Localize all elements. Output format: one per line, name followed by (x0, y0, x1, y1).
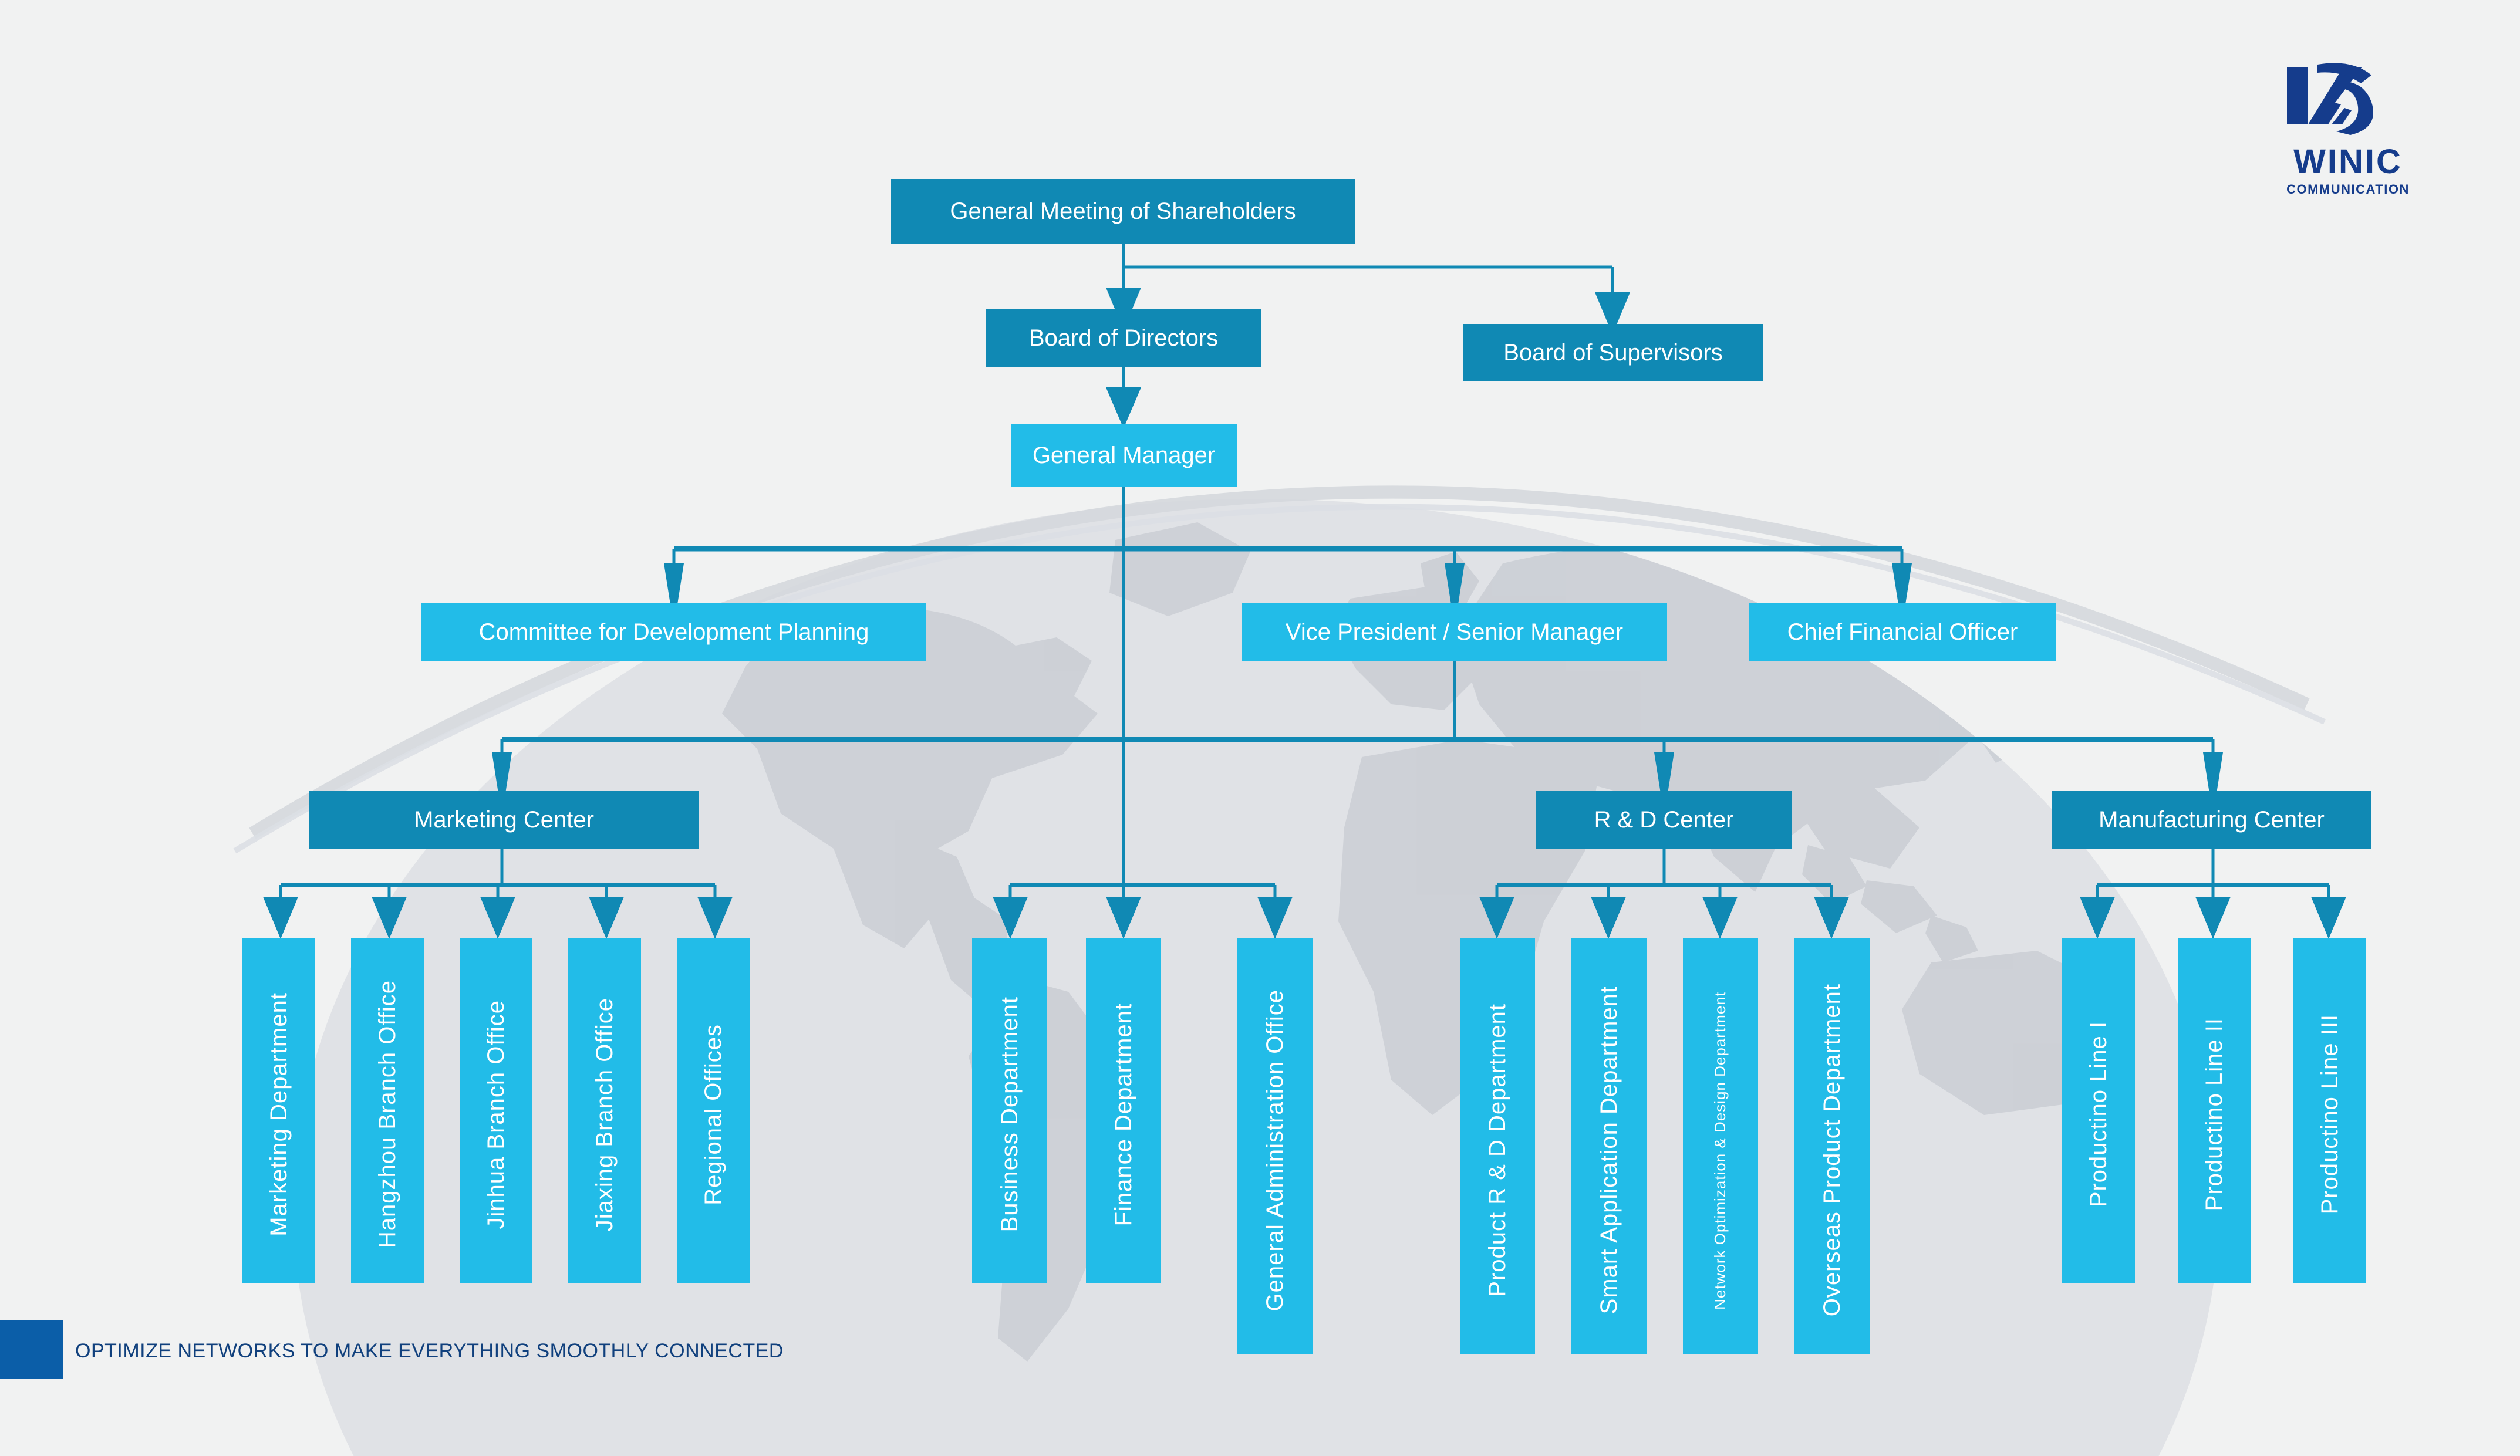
winic-logo-mark (2287, 63, 2374, 135)
node-label: General Administration Office (1262, 989, 1288, 1312)
node-label: General Meeting of Shareholders (950, 198, 1296, 224)
node-finance-department[interactable]: Finance Department (1086, 938, 1161, 1283)
node-rd-center[interactable]: R & D Center (1536, 791, 1792, 849)
node-vice-president-senior-manager[interactable]: Vice President / Senior Manager (1242, 603, 1667, 661)
node-label: Smart Application Department (1596, 986, 1622, 1315)
node-jiaxing-branch-office[interactable]: Jiaxing Branch Office (568, 938, 641, 1283)
node-label: Chief Financial Officer (1787, 619, 2018, 645)
node-label: Jinhua Branch Office (483, 999, 509, 1229)
node-smart-application-department[interactable]: Smart Application Department (1571, 938, 1647, 1354)
footer-color-swatch (0, 1320, 63, 1379)
node-label: Board of Supervisors (1503, 340, 1723, 366)
node-general-manager[interactable]: General Manager (1011, 424, 1237, 487)
node-label: General Manager (1032, 442, 1216, 468)
node-production-line-1[interactable]: Productino Line I (2062, 938, 2135, 1283)
node-label: Product R & D Department (1485, 1004, 1510, 1297)
node-label: Board of Directors (1028, 325, 1219, 351)
node-committee-for-development-planning[interactable]: Committee for Development Planning (421, 603, 926, 661)
node-general-administration-office[interactable]: General Administration Office (1237, 938, 1313, 1354)
node-label: Regional Offices (700, 1023, 726, 1205)
node-manufacturing-center[interactable]: Manufacturing Center (2052, 791, 2371, 849)
logo-wordmark: WINIC (2293, 143, 2403, 181)
node-general-meeting-of-shareholders[interactable]: General Meeting of Shareholders (891, 179, 1355, 244)
node-regional-offices[interactable]: Regional Offices (677, 938, 750, 1283)
node-overseas-product-department[interactable]: Overseas Product Department (1794, 938, 1870, 1354)
node-chief-financial-officer[interactable]: Chief Financial Officer (1749, 603, 2056, 661)
node-jinhua-branch-office[interactable]: Jinhua Branch Office (460, 938, 532, 1283)
node-label: Vice President / Senior Manager (1285, 619, 1624, 645)
node-label: Marketing Department (266, 992, 292, 1237)
winic-logo: WINIC COMMUNICATION (2266, 59, 2442, 211)
node-label: Jiaxing Branch Office (592, 997, 618, 1232)
node-label: Productino Line I (2086, 1021, 2111, 1208)
node-label: Committee for Development Planning (478, 619, 869, 645)
node-hangzhou-branch-office[interactable]: Hangzhou Branch Office (351, 938, 424, 1283)
node-label: Overseas Product Department (1819, 984, 1845, 1317)
node-label: Finance Department (1111, 1002, 1136, 1227)
node-board-of-supervisors[interactable]: Board of Supervisors (1463, 324, 1763, 381)
node-label: Productino Line II (2201, 1018, 2227, 1211)
footer-tagline: OPTIMIZE NETWORKS TO MAKE EVERYTHING SMO… (75, 1340, 784, 1362)
node-board-of-directors[interactable]: Board of Directors (986, 309, 1261, 367)
node-production-line-2[interactable]: Productino Line II (2178, 938, 2251, 1283)
node-label: Manufacturing Center (2099, 807, 2325, 833)
node-label: Marketing Center (414, 807, 594, 833)
node-network-optimization-design-department[interactable]: Network Optimization & Design Department (1683, 938, 1758, 1354)
node-production-line-3[interactable]: Productino Line III (2293, 938, 2366, 1283)
logo-subtitle: COMMUNICATION (2286, 182, 2410, 197)
node-label: Hangzhou Branch Office (375, 980, 400, 1249)
node-business-department[interactable]: Business Department (972, 938, 1047, 1283)
node-label: Business Department (997, 996, 1023, 1232)
node-marketing-center[interactable]: Marketing Center (309, 791, 699, 849)
node-label: R & D Center (1594, 807, 1734, 833)
node-marketing-department[interactable]: Marketing Department (242, 938, 315, 1283)
node-label: Network Optimization & Design Department (1711, 991, 1729, 1310)
node-product-rd-department[interactable]: Product R & D Department (1460, 938, 1535, 1354)
node-label: Productino Line III (2317, 1014, 2343, 1215)
